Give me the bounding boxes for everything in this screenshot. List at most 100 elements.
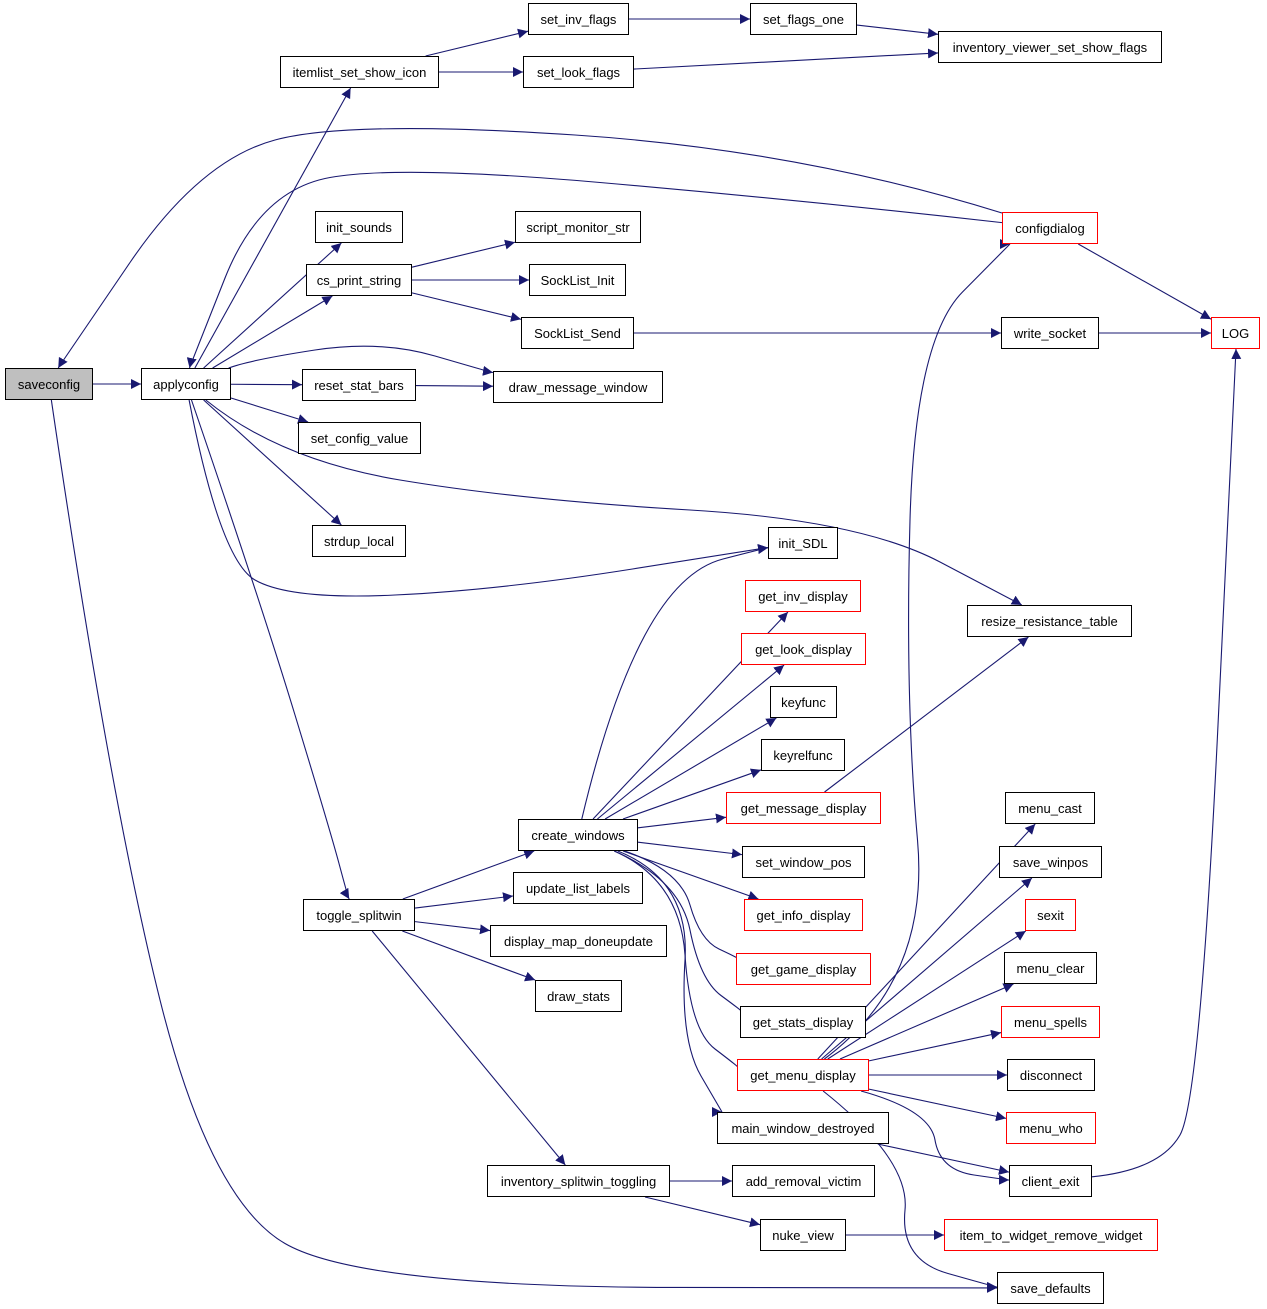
edge-get_message_display-to-resize_resistance_table: [824, 636, 1029, 793]
node-label: client_exit: [1021, 1173, 1080, 1189]
node-applyconfig[interactable]: applyconfig: [141, 368, 231, 400]
node-script-monitor-str[interactable]: script_monitor_str: [515, 211, 641, 243]
node-get-stats-display[interactable]: get_stats_display: [740, 1006, 866, 1038]
node-disconnect[interactable]: disconnect: [1007, 1059, 1095, 1091]
node-set-config-value[interactable]: set_config_value: [298, 422, 421, 454]
node-label: write_socket: [1013, 325, 1087, 341]
node-save-defaults[interactable]: save_defaults: [997, 1272, 1104, 1304]
node-label: set_inv_flags: [540, 11, 617, 27]
edge-get_menu_display-to-configdialog: [824, 243, 1011, 1060]
node-draw-message-window[interactable]: draw_message_window: [493, 371, 663, 403]
node-label: cs_print_string: [316, 272, 402, 288]
node-label: get_inv_display: [758, 588, 848, 604]
node-label: draw_message_window: [508, 379, 648, 395]
edge-applyconfig-to-strdup_local: [203, 399, 342, 526]
node-label: init_sounds: [326, 219, 392, 235]
edge-get_menu_display-to-sexit: [827, 930, 1027, 1060]
node-label: configdialog: [1015, 220, 1085, 236]
node-main-window-destroyed[interactable]: main_window_destroyed: [717, 1112, 889, 1144]
node-socklist-send[interactable]: SockList_Send: [521, 317, 634, 349]
edge-get_menu_display-to-menu_who: [868, 1088, 1007, 1122]
node-socklist-init[interactable]: SockList_Init: [529, 264, 626, 296]
node-set-window-pos[interactable]: set_window_pos: [742, 846, 865, 878]
edge-applyconfig-to-init_sounds: [203, 242, 342, 369]
node-menu-clear[interactable]: menu_clear: [1004, 952, 1097, 984]
node-toggle-splitwin[interactable]: toggle_splitwin: [303, 899, 415, 931]
node-label: SockList_Send: [534, 325, 621, 341]
node-label: script_monitor_str: [526, 219, 630, 235]
node-label: applyconfig: [153, 376, 219, 392]
edge-cs_print_string-to-script_monitor_str: [411, 239, 516, 268]
node-configdialog[interactable]: configdialog: [1002, 212, 1098, 244]
node-get-info-display[interactable]: get_info_display: [744, 899, 863, 931]
edge-create_windows-to-get_menu_display: [614, 850, 748, 1074]
node-label: set_look_flags: [536, 64, 621, 80]
edge-create_windows-to-set_window_pos: [637, 841, 743, 859]
node-add-removal-victim[interactable]: add_removal_victim: [732, 1165, 875, 1197]
edge-get_menu_display-to-menu_clear: [839, 983, 1014, 1060]
edge-configdialog-to-applyconfig: [186, 171, 1003, 369]
node-set-flags-one[interactable]: set_flags_one: [750, 3, 857, 35]
node-label: menu_clear: [1016, 960, 1085, 976]
node-label: inventory_splitwin_toggling: [500, 1173, 657, 1189]
edge-applyconfig-to-itemlist_set_show_icon: [194, 87, 352, 369]
node-write-socket[interactable]: write_socket: [1001, 317, 1099, 349]
node-display-map-doneupdate[interactable]: display_map_doneupdate: [490, 925, 667, 957]
node-itemlist-set-show-icon[interactable]: itemlist_set_show_icon: [280, 56, 439, 88]
node-client-exit[interactable]: client_exit: [1009, 1165, 1092, 1197]
node-get-game-display[interactable]: get_game_display: [736, 953, 871, 985]
node-create-windows[interactable]: create_windows: [518, 819, 638, 851]
edge-main_window_destroyed-to-client_exit: [877, 1143, 1010, 1175]
node-keyfunc[interactable]: keyfunc: [770, 686, 837, 718]
node-label: get_look_display: [755, 641, 852, 657]
node-set-look-flags[interactable]: set_look_flags: [523, 56, 634, 88]
node-menu-cast[interactable]: menu_cast: [1005, 792, 1095, 824]
node-keyrelfunc[interactable]: keyrelfunc: [761, 739, 845, 771]
node-get-message-display[interactable]: get_message_display: [726, 792, 881, 824]
node-label: keyfunc: [781, 694, 826, 710]
node-strdup-local[interactable]: strdup_local: [312, 525, 406, 557]
node-menu-spells[interactable]: menu_spells: [1001, 1006, 1100, 1038]
node-nuke-view[interactable]: nuke_view: [760, 1219, 846, 1251]
edge-create_windows-to-main_window_destroyed: [617, 850, 723, 1113]
node-label: save_winpos: [1012, 854, 1089, 870]
node-resize-resistance-table[interactable]: resize_resistance_table: [967, 605, 1132, 637]
node-init-sdl[interactable]: init_SDL: [768, 527, 838, 559]
node-item-to-widget-remove-widget[interactable]: item_to_widget_remove_widget: [944, 1219, 1158, 1251]
node-reset-stat-bars[interactable]: reset_stat_bars: [302, 369, 416, 401]
edge-toggle_splitwin-to-create_windows: [402, 849, 535, 900]
node-sexit[interactable]: sexit: [1025, 899, 1076, 931]
edge-inventory_splitwin_toggling-to-nuke_view: [644, 1196, 761, 1228]
node-set-inv-flags[interactable]: set_inv_flags: [528, 3, 629, 35]
node-label: get_stats_display: [752, 1014, 854, 1030]
node-label: disconnect: [1019, 1067, 1083, 1083]
node-cs-print-string[interactable]: cs_print_string: [306, 264, 412, 296]
node-save-winpos[interactable]: save_winpos: [999, 846, 1102, 878]
node-update-list-labels[interactable]: update_list_labels: [513, 872, 643, 904]
node-label: get_message_display: [740, 800, 867, 816]
node-label: get_game_display: [750, 961, 857, 977]
edge-applyconfig-to-draw_message_window: [228, 345, 494, 376]
node-init-sounds[interactable]: init_sounds: [315, 211, 403, 243]
edge-applyconfig-to-init_SDL: [188, 399, 769, 597]
node-saveconfig[interactable]: saveconfig: [5, 368, 93, 400]
edge-client_exit-to-LOG: [1091, 348, 1242, 1178]
edge-create_windows-to-get_game_display: [624, 850, 747, 965]
node-label: reset_stat_bars: [314, 377, 404, 393]
node-get-inv-display[interactable]: get_inv_display: [745, 580, 861, 612]
edge-configdialog-to-saveconfig: [57, 128, 1003, 369]
node-label: sexit: [1037, 907, 1064, 923]
node-menu-who[interactable]: menu_who: [1006, 1112, 1096, 1144]
edge-create_windows-to-get_look_display: [597, 664, 785, 820]
node-label: menu_who: [1019, 1120, 1083, 1136]
node-inventory-viewer-set-show-flags[interactable]: inventory_viewer_set_show_flags: [938, 31, 1162, 63]
node-draw-stats[interactable]: draw_stats: [535, 980, 622, 1012]
node-get-menu-display[interactable]: get_menu_display: [737, 1059, 869, 1091]
edge-reset_stat_bars-to-draw_message_window: [415, 381, 494, 392]
node-get-look-display[interactable]: get_look_display: [741, 633, 866, 665]
node-inventory-splitwin-toggling[interactable]: inventory_splitwin_toggling: [487, 1165, 670, 1197]
node-log[interactable]: LOG: [1211, 317, 1260, 349]
node-label: update_list_labels: [525, 880, 631, 896]
node-label: menu_spells: [1014, 1014, 1087, 1030]
edge-configdialog-to-LOG: [1077, 243, 1212, 320]
